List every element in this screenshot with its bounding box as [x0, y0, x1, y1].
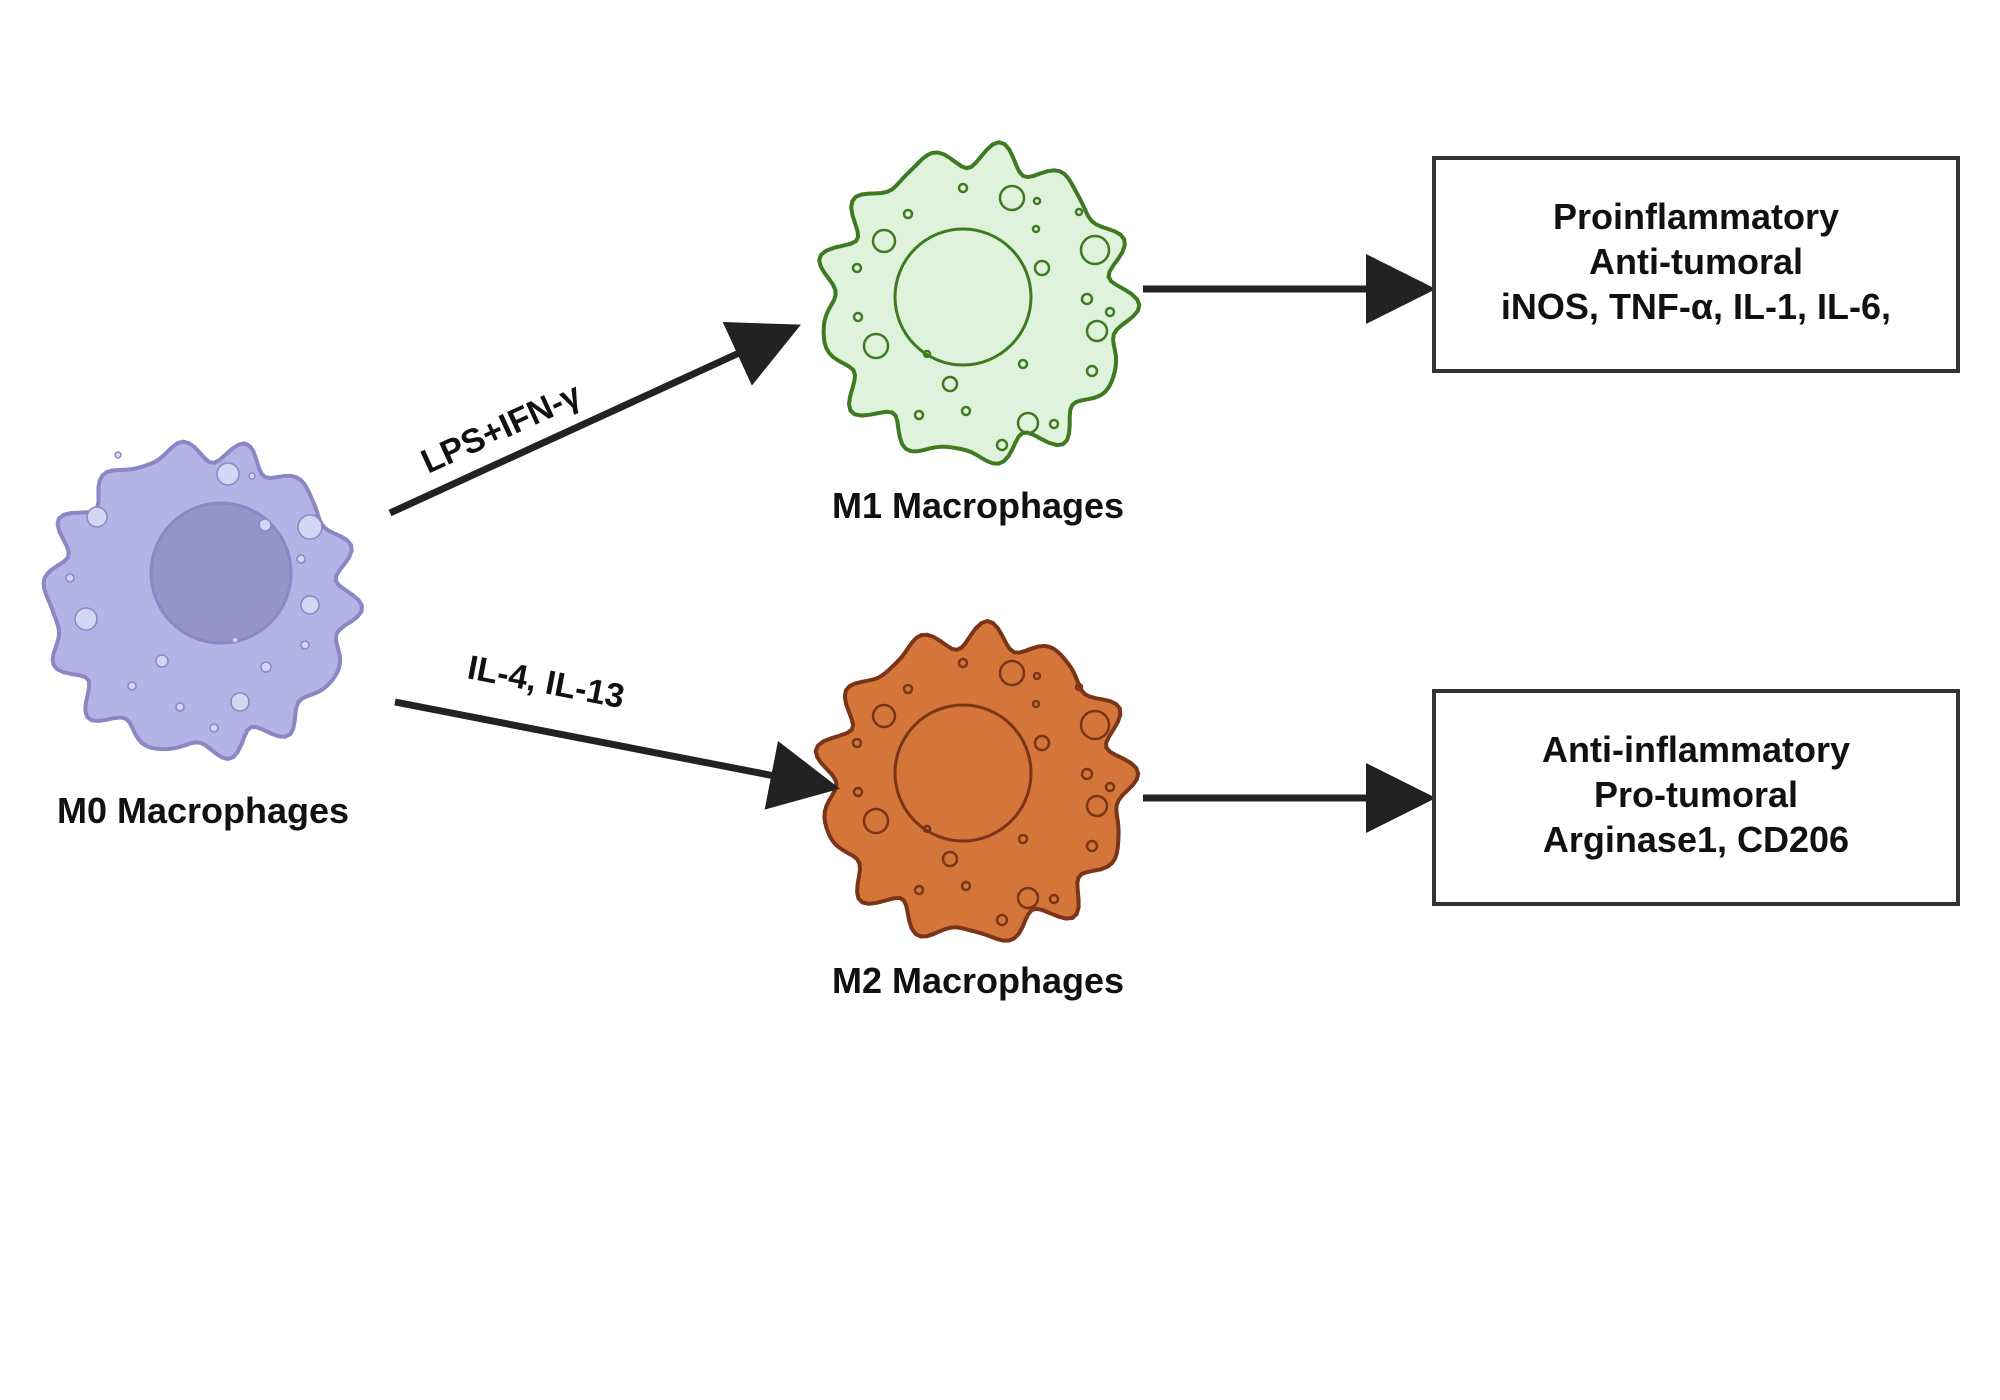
- vesicle: [871, 703, 897, 729]
- m0-granules: [65, 451, 323, 733]
- vesicle: [1017, 358, 1029, 370]
- vesicle: [941, 375, 959, 393]
- m2-outcome-box: Anti-inflammatory Pro-tumoral Arginase1,…: [1432, 689, 1960, 906]
- m2-macrophage-cell: [813, 618, 1141, 943]
- m1-macrophage-cell: [817, 140, 1142, 466]
- vesicle: [1032, 196, 1042, 206]
- vesicle: [1079, 709, 1111, 741]
- vesicle: [871, 228, 897, 254]
- vesicle: [1074, 682, 1084, 692]
- vesicle: [260, 661, 272, 673]
- vesicle: [297, 514, 323, 540]
- vesicle: [300, 595, 320, 615]
- vesicle: [862, 807, 890, 835]
- m1-label: M1 Macrophages: [832, 485, 1124, 526]
- vesicle: [902, 683, 914, 695]
- vesicle: [209, 723, 219, 733]
- m1-box-line-2: Anti-tumoral: [1589, 241, 1803, 282]
- vesicle: [1079, 234, 1111, 266]
- vesicle: [1031, 699, 1041, 709]
- vesicle: [127, 681, 137, 691]
- vesicle: [852, 311, 864, 323]
- vesicle: [1085, 794, 1109, 818]
- vesicle: [300, 640, 310, 650]
- m1-outcome-box: Proinflammatory Anti-tumoral iNOS, TNF-α…: [1432, 156, 1960, 373]
- vesicle: [258, 518, 272, 532]
- vesicle: [1033, 259, 1051, 277]
- m2-box-line-3: Arginase1, CD206: [1543, 819, 1849, 860]
- vesicle: [296, 554, 306, 564]
- vesicle: [862, 332, 890, 360]
- m2-nucleus: [893, 703, 1033, 843]
- m1-box-line-3: iNOS, TNF-α, IL-1, IL-6,: [1501, 286, 1891, 327]
- vesicle: [957, 657, 969, 669]
- vesicle: [960, 880, 972, 892]
- vesicle: [995, 913, 1009, 927]
- vesicle: [1016, 411, 1040, 435]
- vesicle: [922, 349, 932, 359]
- vesicle: [922, 824, 932, 834]
- vesicle: [1080, 292, 1094, 306]
- vesicle: [1032, 671, 1042, 681]
- vesicle: [960, 405, 972, 417]
- vesicle: [231, 636, 239, 644]
- m2-box-line-1: Anti-inflammatory: [1542, 729, 1850, 770]
- m0-label: M0 Macrophages: [57, 790, 349, 831]
- m2-cell-body: [813, 618, 1141, 943]
- vesicle: [216, 462, 240, 486]
- m1-cell-body: [817, 140, 1142, 466]
- vesicle: [1074, 207, 1084, 217]
- vesicle: [913, 409, 925, 421]
- m2-box-line-2: Pro-tumoral: [1594, 774, 1798, 815]
- m0-nucleus: [149, 501, 293, 645]
- arrow-label-il4-il13: IL-4, IL-13: [464, 649, 627, 717]
- vesicle: [155, 654, 169, 668]
- vesicle: [1085, 364, 1099, 378]
- m2-vesicles: [851, 657, 1116, 927]
- vesicle: [230, 692, 250, 712]
- vesicle: [86, 506, 108, 528]
- arrow-m0-to-m1: [388, 322, 801, 517]
- vesicle: [248, 472, 256, 480]
- arrow-m0-to-m2: [394, 698, 840, 810]
- vesicle: [913, 884, 925, 896]
- vesicle: [1104, 781, 1116, 793]
- vesicle: [941, 850, 959, 868]
- vesicle: [65, 573, 75, 583]
- vesicle: [114, 451, 122, 459]
- vesicle: [1016, 886, 1040, 910]
- vesicle: [851, 262, 863, 274]
- vesicle: [998, 659, 1026, 687]
- vesicle: [1085, 319, 1109, 343]
- vesicle: [1033, 734, 1051, 752]
- vesicle: [902, 208, 914, 220]
- vesicle: [1048, 418, 1060, 430]
- vesicle: [74, 607, 98, 631]
- m1-vesicles: [851, 182, 1116, 452]
- vesicle: [1031, 224, 1041, 234]
- vesicle: [995, 438, 1009, 452]
- m1-box-line-1: Proinflammatory: [1553, 196, 1839, 237]
- vesicle: [1085, 839, 1099, 853]
- vesicle: [1080, 767, 1094, 781]
- m1-nucleus: [893, 227, 1033, 367]
- m2-label: M2 Macrophages: [832, 960, 1124, 1001]
- vesicle: [1017, 833, 1029, 845]
- vesicle: [175, 702, 185, 712]
- vesicle: [957, 182, 969, 194]
- vesicle: [1104, 306, 1116, 318]
- m0-macrophage-cell: [41, 439, 364, 761]
- vesicle: [852, 786, 864, 798]
- vesicle: [998, 184, 1026, 212]
- vesicle: [851, 737, 863, 749]
- vesicle: [1048, 893, 1060, 905]
